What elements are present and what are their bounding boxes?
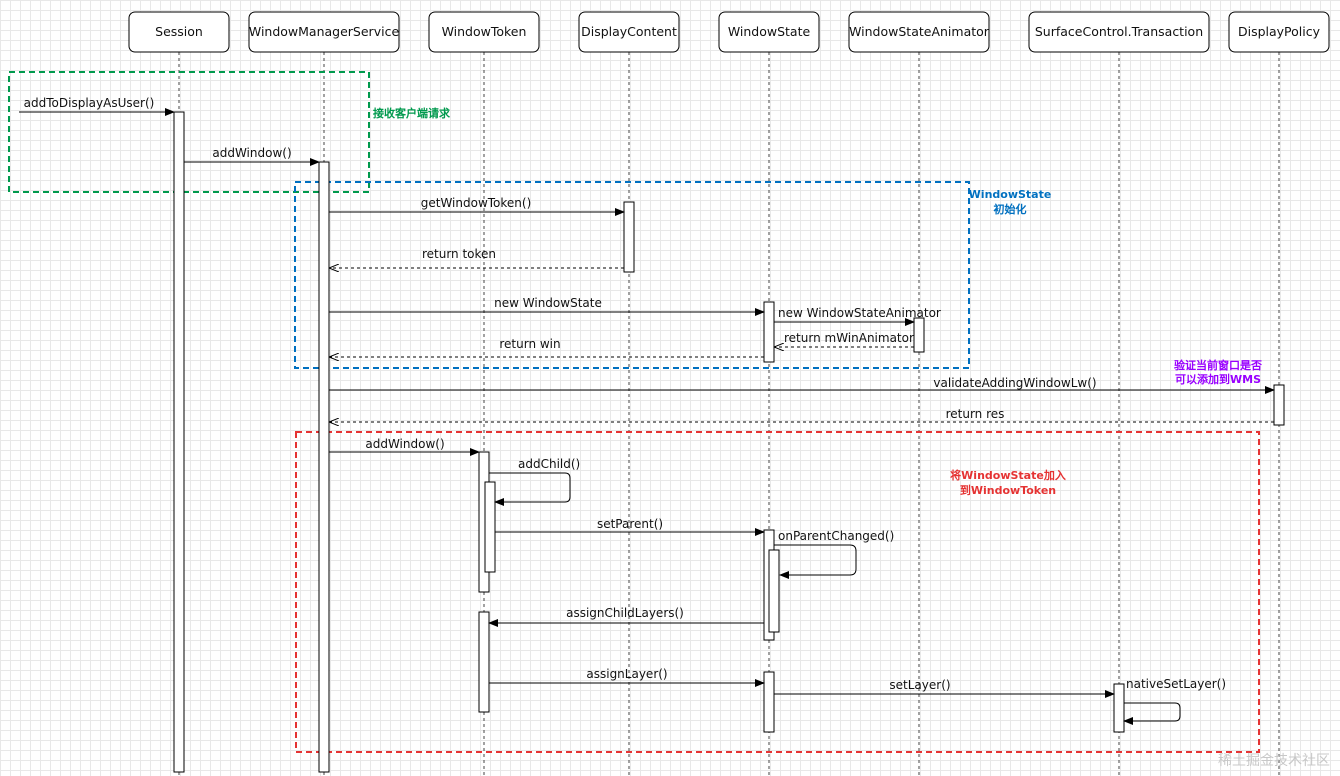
participant-display-content: DisplayContent	[578, 11, 680, 53]
msg-add-window-token-label: addWindow()	[365, 437, 444, 451]
note-validate-line-2: 可以添加到WMS	[1175, 372, 1261, 386]
msg-add-window-label: addWindow()	[212, 146, 291, 160]
msg-new-window-state-animator-label: new WindowStateAnimator	[778, 306, 941, 320]
participant-wms: WindowManagerService	[248, 11, 400, 53]
participant-session: Session	[128, 11, 230, 53]
msg-return-win-animator-label: return mWinAnimator	[784, 331, 914, 345]
msg-return-res-label: return res	[946, 407, 1005, 421]
msg-on-parent-changed-self-arrow	[774, 544, 857, 579]
activation-wms	[318, 161, 330, 773]
participant-session-label: Session	[155, 24, 203, 39]
msg-set-parent-label: setParent()	[597, 517, 663, 531]
msg-return-token-label: return token	[422, 247, 496, 261]
activation-window-token-nested	[484, 481, 496, 573]
msg-on-parent-changed-label: onParentChanged()	[778, 529, 894, 543]
participant-wms-label: WindowManagerService	[249, 24, 400, 39]
activation-window-state-animator	[913, 317, 925, 353]
participant-window-token-label: WindowToken	[442, 24, 527, 39]
watermark: 稀土掘金技术社区	[1218, 753, 1330, 769]
activation-window-state-1	[763, 301, 775, 363]
participant-surface-control-transaction: SurfaceControl.Transaction	[1028, 11, 1210, 53]
activation-session	[173, 111, 185, 773]
activation-window-state-3	[763, 671, 775, 733]
msg-add-to-display-as-user-label: addToDisplayAsUser()	[24, 96, 155, 110]
group-frame-add-to-token	[295, 431, 1260, 753]
activation-window-token-2	[478, 611, 490, 713]
group-add-to-token-title-line-1: 将WindowState加入	[950, 468, 1066, 482]
msg-set-layer-label: setLayer()	[889, 678, 950, 692]
lifelines	[178, 52, 1280, 776]
msg-add-child-label: addChild()	[518, 457, 580, 471]
participant-window-token: WindowToken	[428, 11, 540, 53]
msg-assign-layer-label: assignLayer()	[586, 667, 667, 681]
msg-validate-adding-window-label: validateAddingWindowLw()	[933, 376, 1096, 390]
group-receive-request-title: 接收客户端请求	[373, 106, 451, 120]
activation-display-content	[623, 201, 635, 273]
group-add-to-token-title-line-2: 到WindowToken	[960, 483, 1056, 497]
group-window-state-init-title-line-1: WindowState	[969, 188, 1052, 201]
msg-native-set-layer-label: nativeSetLayer()	[1126, 677, 1226, 691]
message-arrows	[19, 108, 1275, 725]
participant-window-state-animator-label: WindowStateAnimator	[849, 24, 990, 39]
message-labels: addToDisplayAsUser() addWindow() getWind…	[24, 96, 1226, 692]
participant-surface-control-transaction-label: SurfaceControl.Transaction	[1035, 24, 1203, 39]
activation-surface-control-transaction	[1113, 683, 1125, 733]
participant-display-policy: DisplayPolicy	[1228, 11, 1330, 53]
participant-display-policy-label: DisplayPolicy	[1238, 24, 1321, 39]
activation-display-policy	[1273, 384, 1285, 426]
msg-get-window-token-label: getWindowToken()	[421, 196, 532, 210]
participant-window-state-animator: WindowStateAnimator	[848, 11, 990, 53]
activation-window-state-nested	[768, 549, 780, 633]
msg-assign-child-layers-label: assignChildLayers()	[566, 606, 684, 620]
group-frame-receive-request	[8, 71, 370, 193]
group-window-state-init-title-line-2: 初始化	[994, 202, 1027, 216]
activation-bars	[173, 111, 1285, 773]
msg-return-win-label: return win	[499, 337, 560, 351]
participant-window-state: WindowState	[718, 11, 820, 53]
participant-window-state-label: WindowState	[728, 24, 811, 39]
msg-native-set-layer-self-arrow	[1123, 702, 1181, 725]
msg-new-window-state-label: new WindowState	[494, 296, 602, 310]
note-validate-line-1: 验证当前窗口是否	[1174, 358, 1262, 372]
participant-display-content-label: DisplayContent	[581, 24, 677, 39]
msg-add-child-self-arrow	[489, 472, 571, 506]
